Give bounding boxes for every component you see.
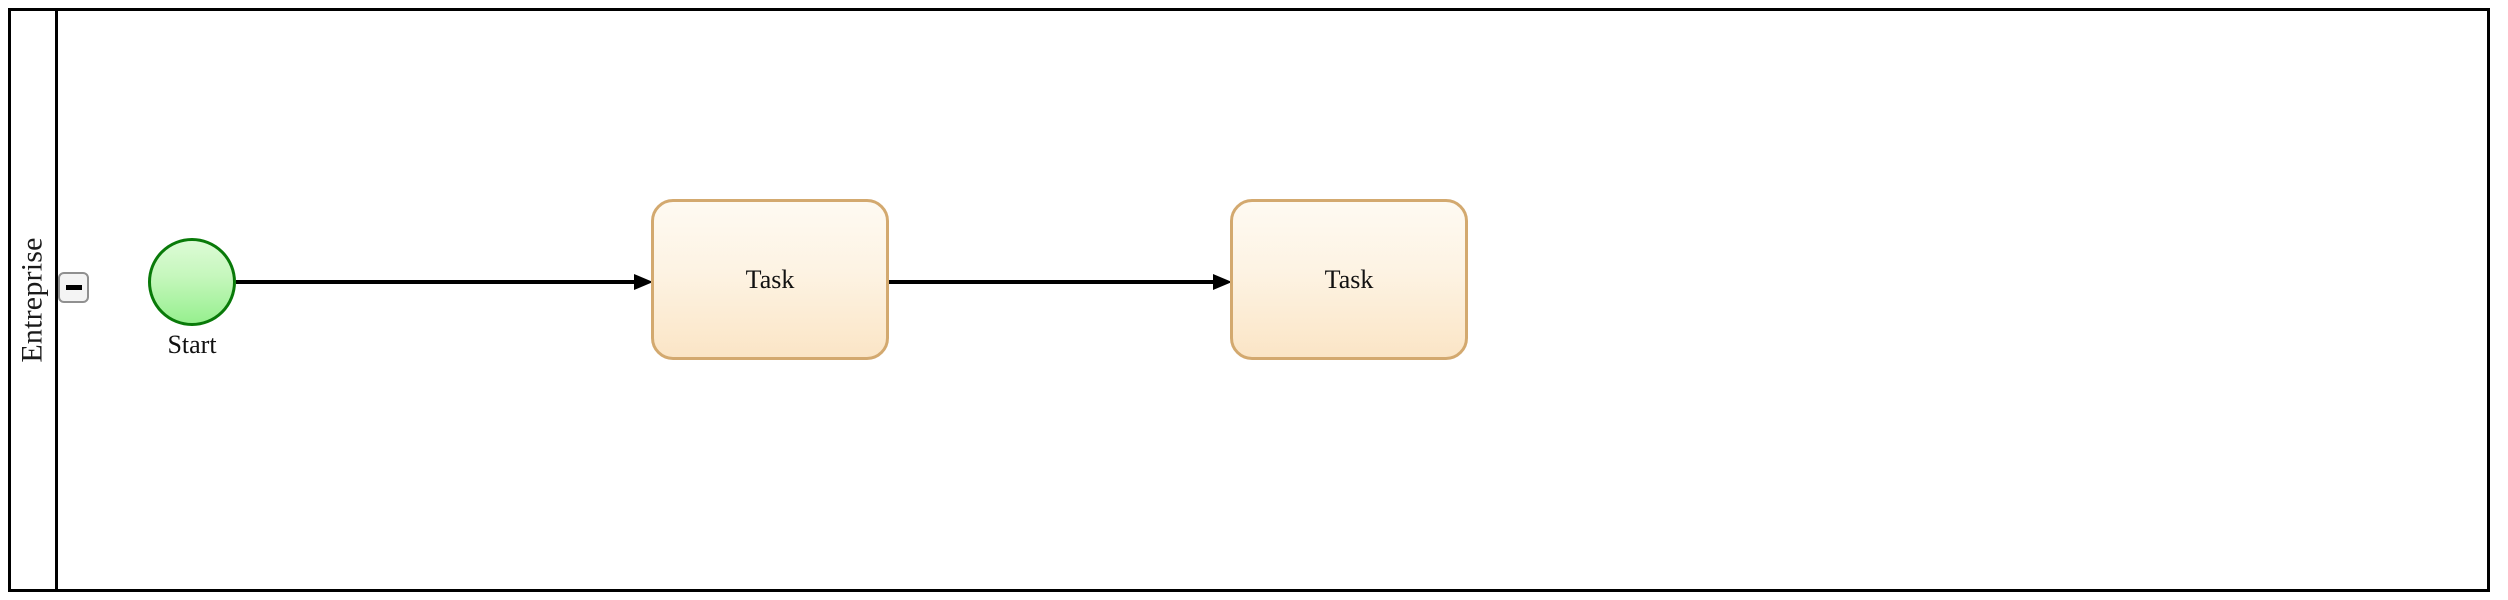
task-node-2[interactable]: Task bbox=[1230, 199, 1468, 360]
pool-name-label: Entreprise bbox=[16, 237, 49, 363]
start-event-node[interactable] bbox=[148, 238, 236, 326]
arrowhead-icon bbox=[634, 274, 653, 290]
arrowhead-icon bbox=[1213, 274, 1232, 290]
task-label: Task bbox=[745, 264, 795, 294]
pool-entreprise[interactable]: Entreprise bbox=[8, 8, 2490, 592]
start-event-label: Start bbox=[167, 330, 217, 359]
pool-header-lane[interactable]: Entreprise bbox=[11, 11, 58, 589]
task-node-1[interactable]: Task bbox=[651, 199, 889, 360]
pool-collapse-button[interactable] bbox=[58, 272, 89, 303]
task-label: Task bbox=[1324, 264, 1374, 294]
flow-line bbox=[236, 280, 636, 284]
sequence-flow-start-to-task1[interactable] bbox=[236, 274, 653, 290]
sequence-flow-task1-to-task2[interactable] bbox=[889, 274, 1232, 290]
minus-icon bbox=[65, 285, 82, 290]
flow-line bbox=[889, 280, 1215, 284]
